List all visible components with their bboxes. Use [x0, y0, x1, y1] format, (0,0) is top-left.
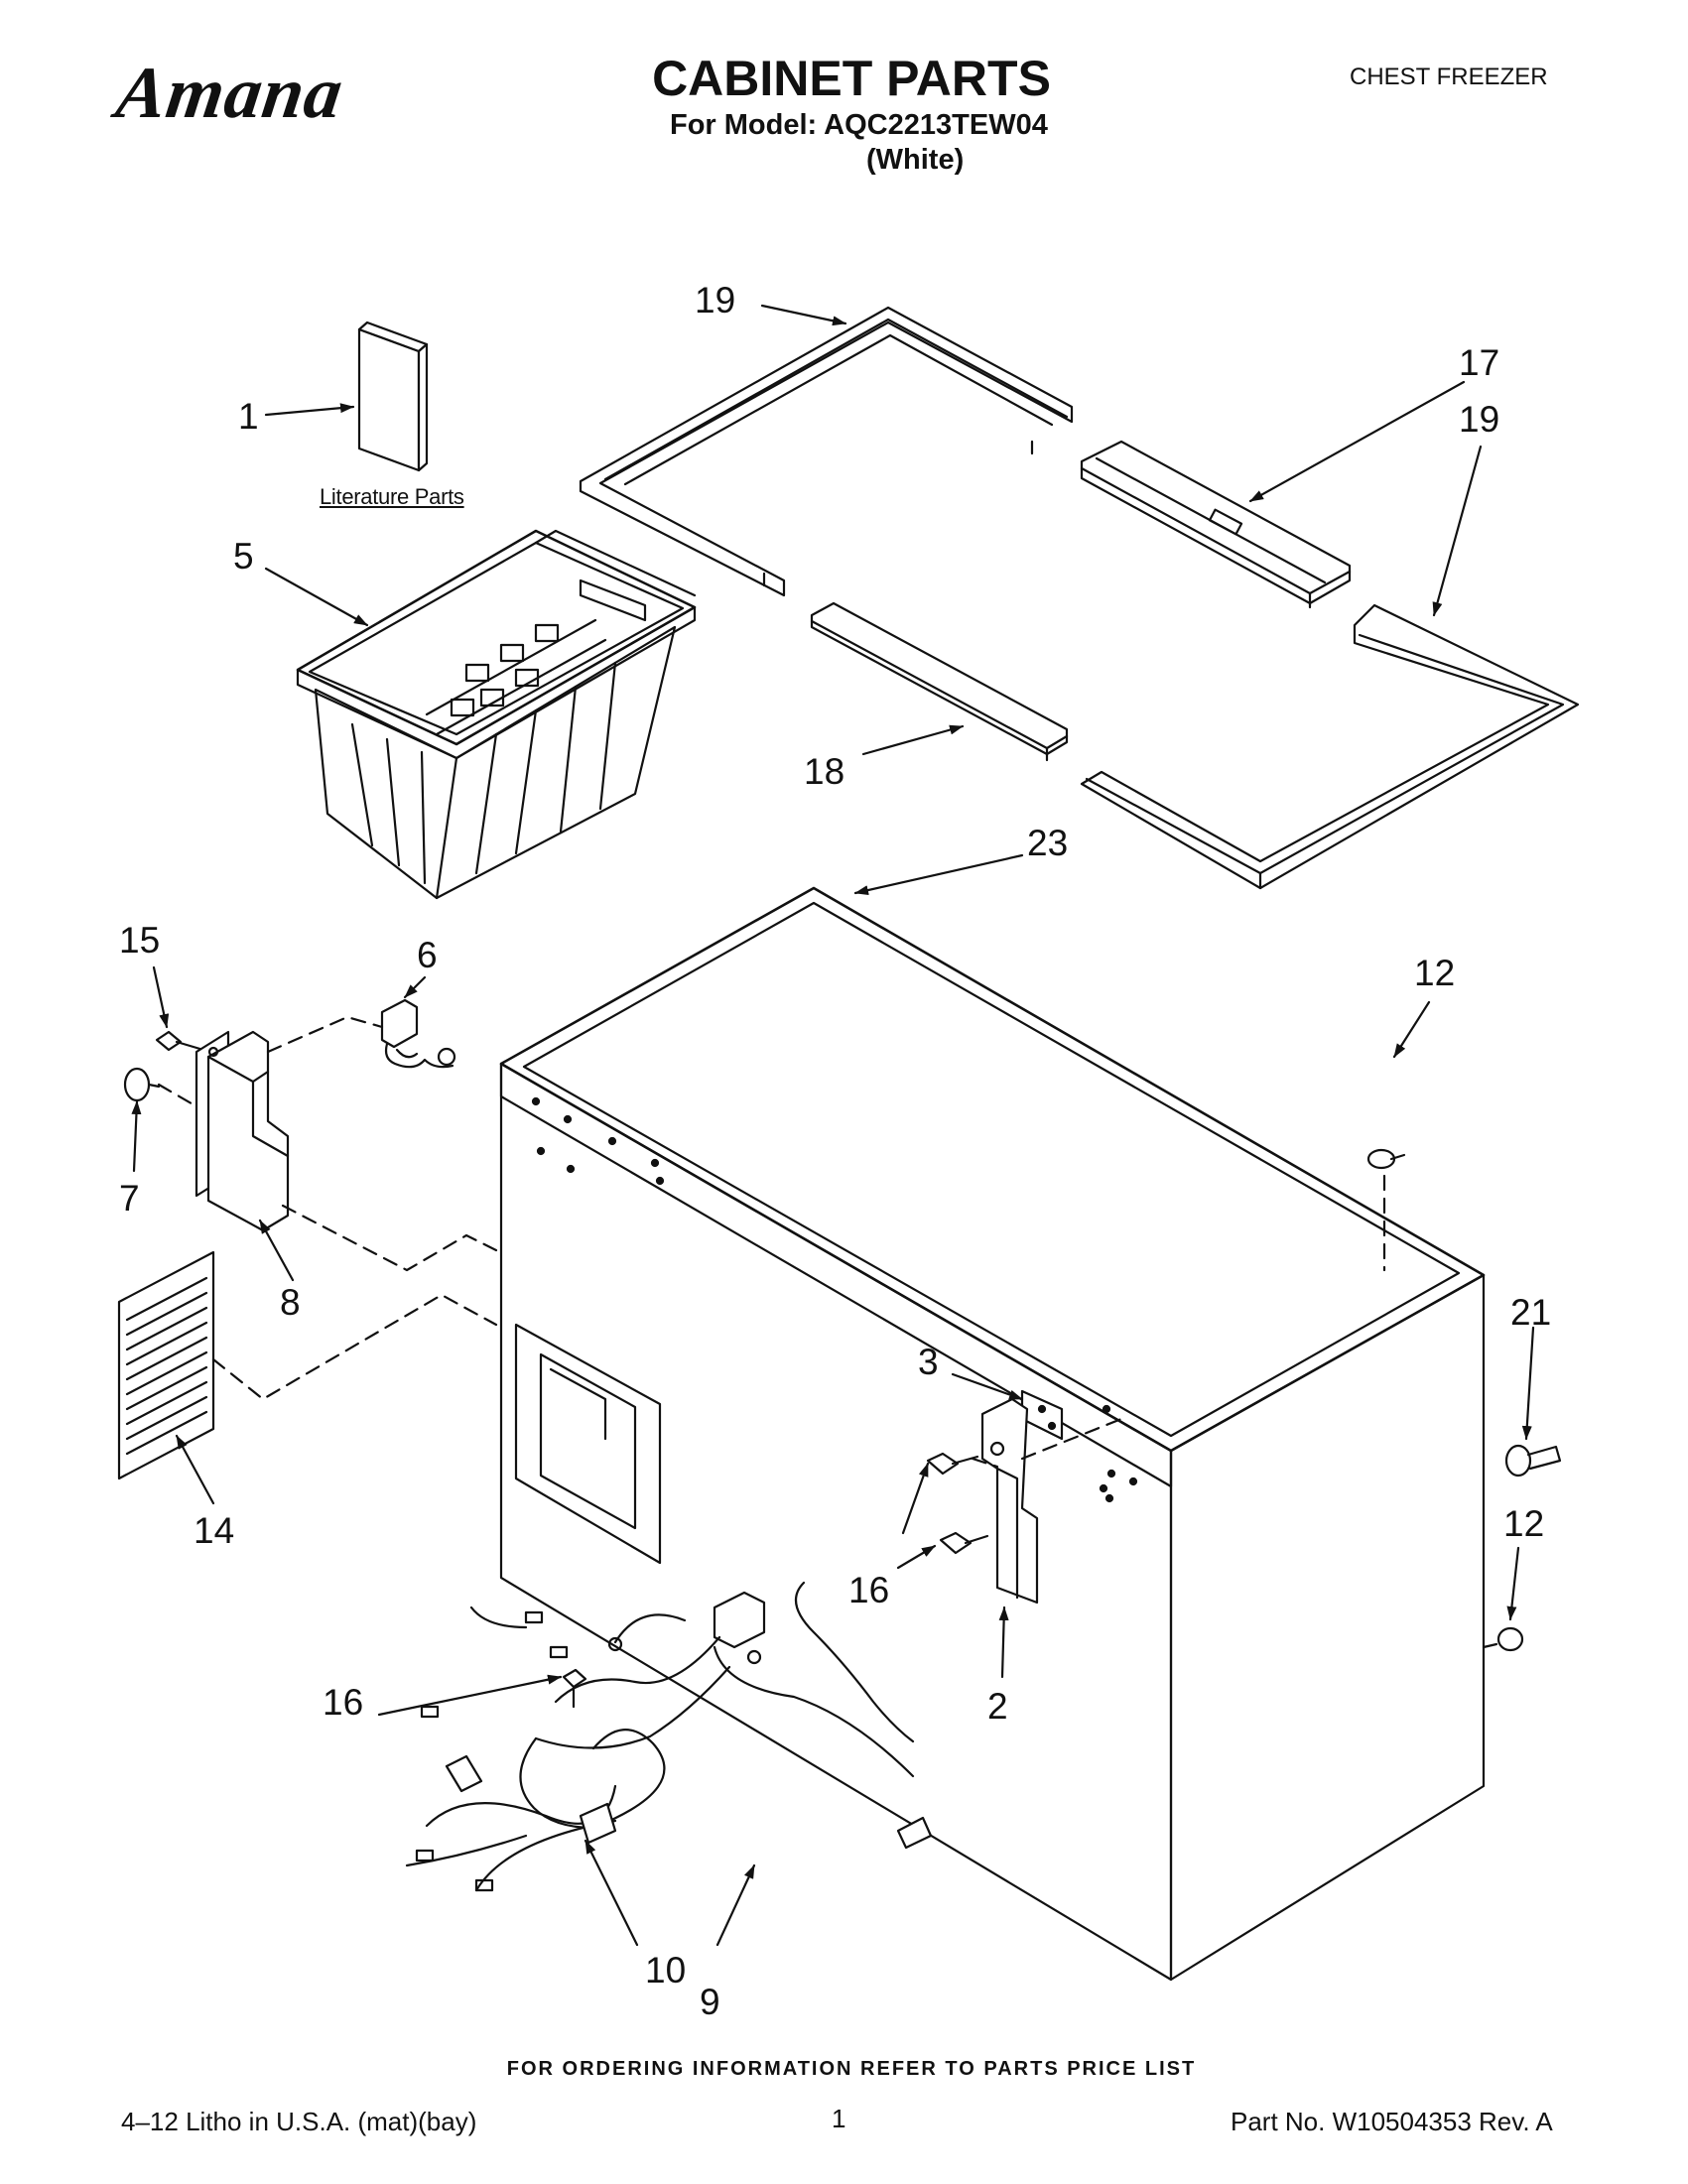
- product-type: CHEST FREEZER: [1350, 64, 1548, 90]
- part-number: Part No. W10504353 Rev. A: [1231, 2107, 1553, 2136]
- model-line: For Model: AQC2213TEW04: [670, 109, 1048, 141]
- callout-2: 2: [987, 1686, 1008, 1727]
- storage-basket: [296, 529, 697, 900]
- page-title: CABINET PARTS: [652, 51, 1051, 106]
- callout-16-harness: 16: [323, 1682, 363, 1723]
- callout-3: 3: [918, 1342, 939, 1382]
- front-grille: [117, 1250, 215, 1480]
- leader-lines: [131, 304, 1535, 1947]
- top-trim-front: [810, 601, 1069, 762]
- callout-1: 1: [238, 396, 259, 437]
- mount-screw: [155, 1030, 205, 1052]
- callout-16-hinge: 16: [848, 1570, 889, 1610]
- ordering-note: FOR ORDERING INFORMATION REFER TO PARTS …: [506, 2058, 1197, 2080]
- thermostat: [380, 998, 456, 1069]
- top-trim-left: [579, 306, 1074, 597]
- cabinet-body: [499, 886, 1486, 1982]
- top-trim-center: [1080, 440, 1352, 609]
- callout-19-top: 19: [695, 280, 735, 321]
- callout-17: 17: [1459, 342, 1499, 383]
- callout-19-right: 19: [1459, 399, 1499, 440]
- lid-hinge: [980, 1389, 1064, 1605]
- callout-12-bottom: 12: [1503, 1503, 1544, 1544]
- leveling-feet: [123, 1067, 1562, 1652]
- litho-line: 4–12 Litho in U.S.A. (mat)(bay): [121, 2107, 477, 2136]
- literature-booklet: [357, 321, 429, 472]
- callout-10: 10: [645, 1950, 686, 1991]
- hinge-screws: [926, 1452, 989, 1555]
- callout-18: 18: [804, 751, 844, 792]
- color-line: (White): [866, 144, 965, 176]
- callout-23: 23: [1027, 823, 1068, 863]
- callout-9: 9: [700, 1982, 720, 2022]
- callout-7: 7: [119, 1178, 140, 1219]
- callout-12-top: 12: [1414, 953, 1455, 993]
- callout-15: 15: [119, 920, 160, 961]
- top-trim-right: [1080, 603, 1580, 890]
- control-box: [195, 1030, 290, 1232]
- callout-21: 21: [1510, 1292, 1551, 1333]
- callout-6: 6: [417, 935, 438, 975]
- wiring-harness: [405, 1581, 933, 1892]
- callout-8: 8: [280, 1282, 301, 1323]
- callout-numbers: 19 17 19 1 5 18 23 15 6 12 7 8 14 3 21 1…: [119, 280, 1551, 2022]
- page-number: 1: [832, 2104, 846, 2133]
- literature-parts-label: Literature Parts: [320, 484, 464, 509]
- callout-5: 5: [233, 536, 254, 577]
- assembly-guides: [157, 1015, 1386, 1469]
- callout-14: 14: [194, 1510, 234, 1551]
